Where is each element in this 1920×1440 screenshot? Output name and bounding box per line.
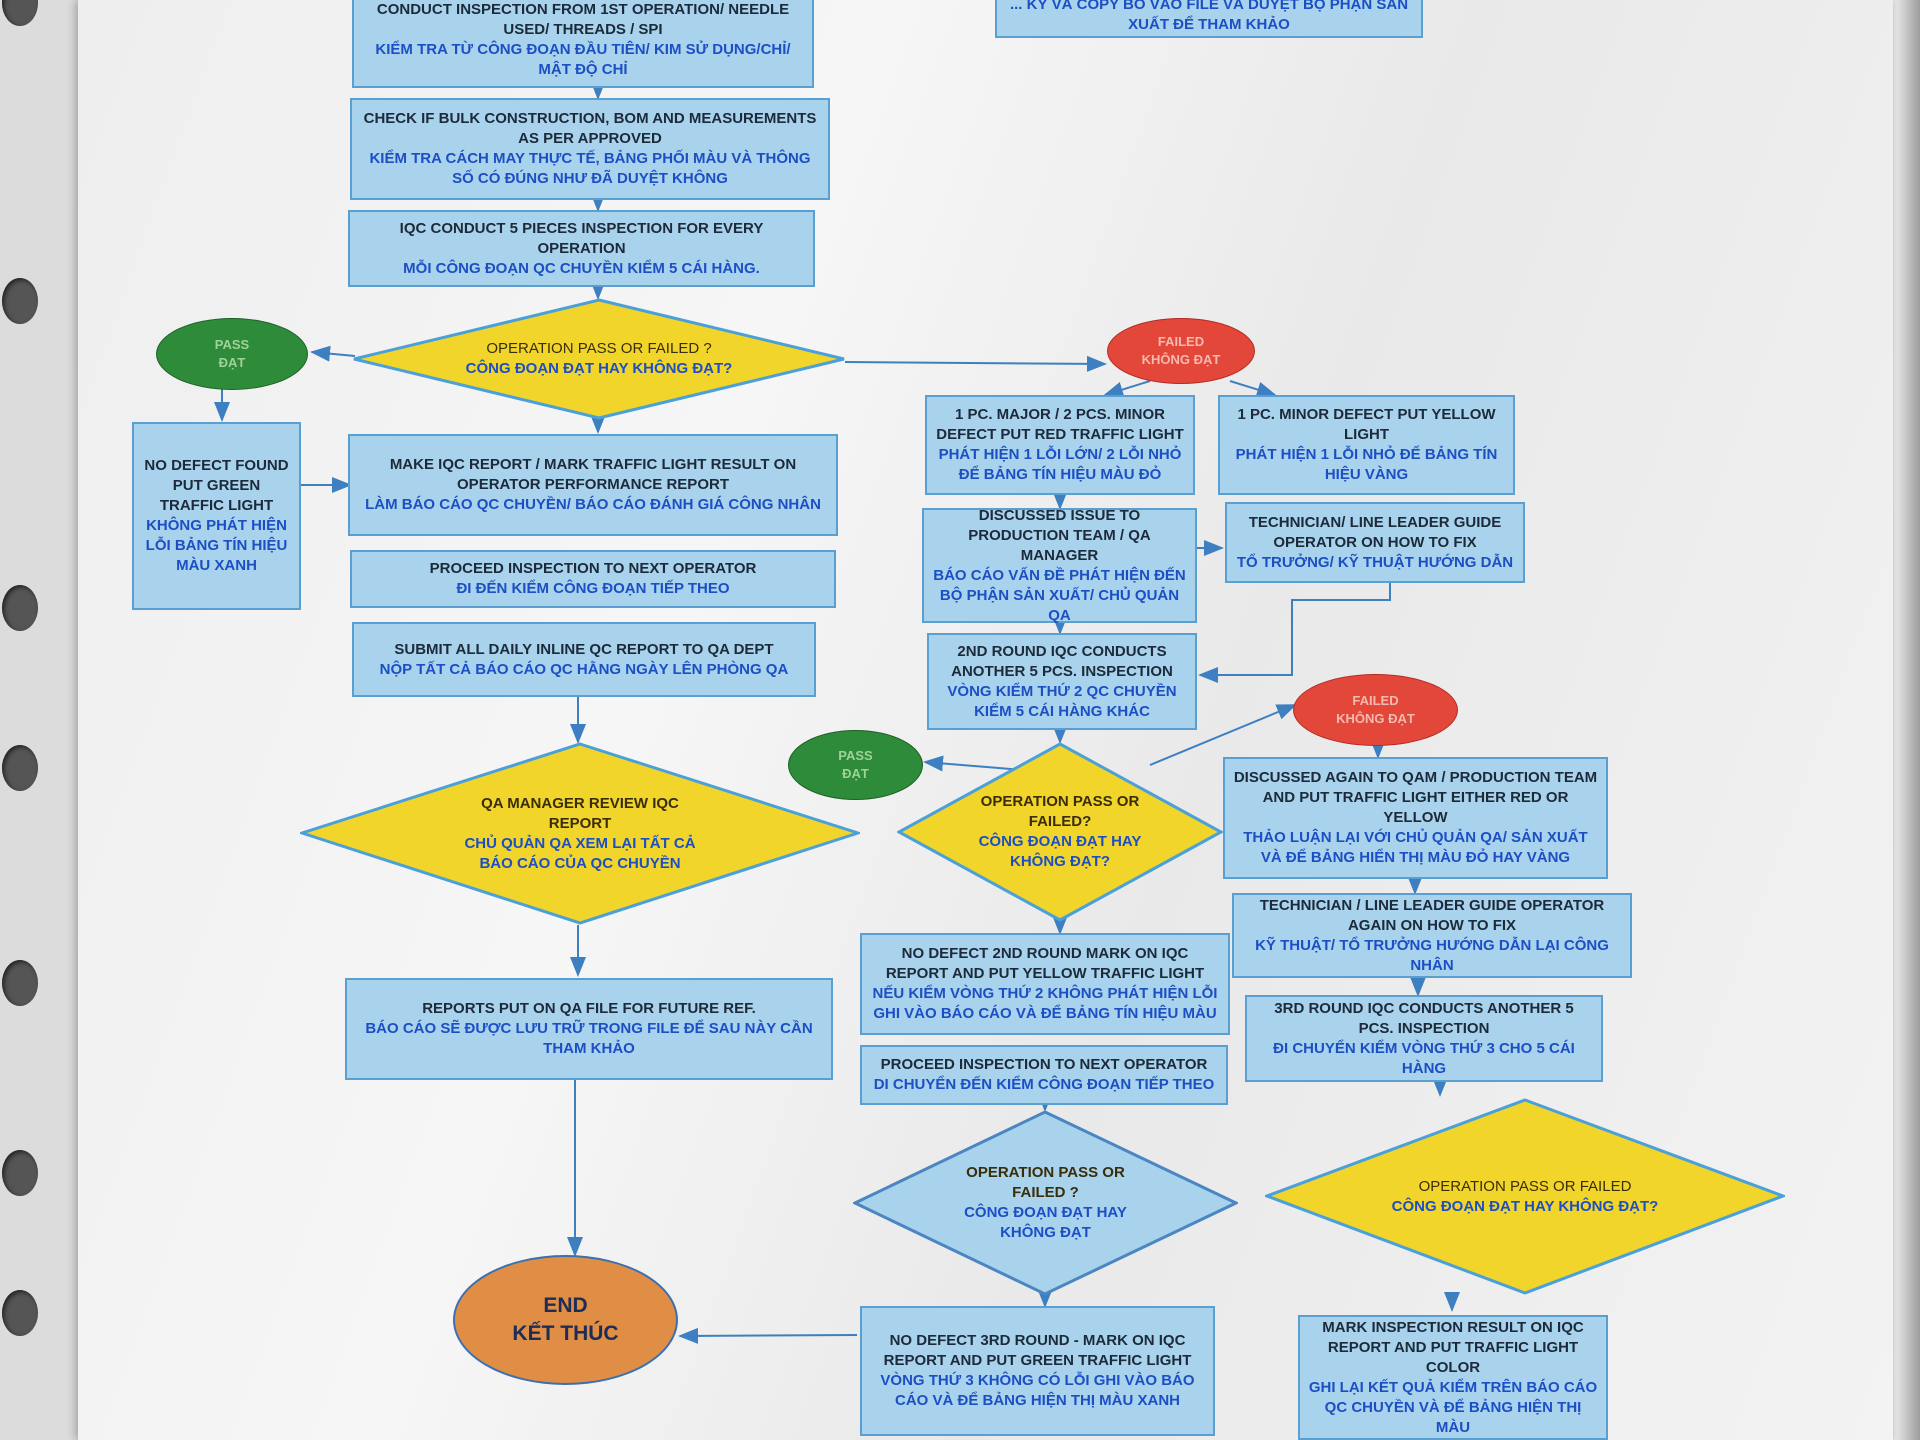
box-vietnamese-text: KIỂM TRA TỪ CÔNG ĐOẠN ĐẦU TIÊN/ KIM SỬ D… bbox=[375, 41, 791, 78]
binder-hole bbox=[2, 585, 38, 631]
box-vietnamese-text: NẾU KIỂM VÒNG THỨ 2 KHÔNG PHÁT HIỆN LỖI … bbox=[872, 985, 1218, 1022]
pass-1-ellipse: PASS ĐẠT bbox=[156, 318, 308, 390]
box-english-text: DISCUSSED ISSUE TO PRODUCTION TEAM / QA … bbox=[968, 506, 1151, 564]
decision-vietnamese-text: CÔNG ĐOẠN ĐẠT HAY KHÔNG ĐẠT? bbox=[1391, 1197, 1659, 1215]
failed-label: FAILED bbox=[1352, 693, 1399, 708]
box-english-text: NO DEFECT FOUND PUT GREEN TRAFFIC LIGHT bbox=[144, 457, 289, 514]
box-vietnamese-text: PHÁT HIỆN 1 LỖI LỚN/ 2 LỖI NHỎ ĐỂ BẢNG T… bbox=[938, 446, 1182, 483]
decision-vietnamese-text: CÔNG ĐOẠN ĐẠT HAY KHÔNG ĐẠT bbox=[964, 1204, 1127, 1241]
box-english-text: TECHNICIAN/ LINE LEADER GUIDE OPERATOR O… bbox=[1248, 513, 1502, 551]
box-english-text: MAKE IQC REPORT / MARK TRAFFIC LIGHT RES… bbox=[389, 456, 797, 493]
minor-yellow-box: 1 PC. MINOR DEFECT PUT YELLOW LIGHT PHÁT… bbox=[1218, 395, 1515, 495]
discussed-issue-box: DISCUSSED ISSUE TO PRODUCTION TEAM / QA … bbox=[922, 506, 1197, 624]
box-vietnamese-text: DI CHUYỂN ĐẾN KIỂM CÔNG ĐOẠN TIẾP THEO bbox=[873, 1076, 1215, 1093]
box-english-text: 3RD ROUND IQC CONDUCTS ANOTHER 5 PCS. IN… bbox=[1274, 999, 1574, 1037]
box-vietnamese-text: KỸ THUẬT/ TỔ TRƯỞNG HƯỚNG DẪN LẠI CÔNG N… bbox=[1255, 936, 1609, 974]
box-english-text: CONDUCT INSPECTION FROM 1ST OPERATION/ N… bbox=[376, 1, 790, 38]
technician-again-box: TECHNICIAN / LINE LEADER GUIDE OPERATOR … bbox=[1232, 893, 1632, 978]
proceed-next-1-box: PROCEED INSPECTION TO NEXT OPERATOR ĐI Đ… bbox=[350, 550, 836, 608]
top-right-partial-box: ... KÝ VÀ COPY BỎ VÀO FILE VÀ DUYỆT BỘ P… bbox=[995, 0, 1423, 38]
box-english-text: IQC CONDUCT 5 PIECES INSPECTION FOR EVER… bbox=[399, 219, 764, 257]
box-vietnamese-text: PHÁT HIỆN 1 LỖI NHỎ ĐỂ BẢNG TÍN HIỆU VÀN… bbox=[1235, 446, 1498, 483]
box-vietnamese-text: MỖI CÔNG ĐOẠN QC CHUYỀN KIỂM 5 CÁI HÀNG. bbox=[403, 259, 760, 277]
box-vietnamese-text: THẢO LUẬN LẠI VỚI CHỦ QUẢN QA/ SẢN XUẤT … bbox=[1243, 829, 1588, 866]
box-vietnamese-text: BÁO CÁO VẤN ĐỀ PHÁT HIỆN ĐẾN BỘ PHẬN SẢN… bbox=[933, 566, 1186, 624]
box-english-text: SUBMIT ALL DAILY INLINE QC REPORT TO QA … bbox=[394, 640, 774, 658]
box-vietnamese-text: VÒNG KIỂM THỨ 2 QC CHUYỀN KIỂM 5 CÁI HÀN… bbox=[947, 682, 1177, 720]
box-english-text: PROCEED INSPECTION TO NEXT OPERATOR bbox=[429, 560, 757, 577]
box-vietnamese-text: BÁO CÁO SẼ ĐƯỢC LƯU TRỮ TRONG FILE ĐỂ SA… bbox=[365, 1020, 813, 1057]
no-defect-green-box: NO DEFECT FOUND PUT GREEN TRAFFIC LIGHT … bbox=[132, 422, 301, 610]
box-vietnamese-text: KIỂM TRA CÁCH MAY THỰC TẾ, BẢNG PHỐI MÀU… bbox=[369, 150, 811, 187]
box-english-text: TECHNICIAN / LINE LEADER GUIDE OPERATOR … bbox=[1259, 896, 1605, 934]
no-defect-3rd-box: NO DEFECT 3RD ROUND - MARK ON IQC REPORT… bbox=[860, 1306, 1215, 1436]
failed-label-vi: KHÔNG ĐẠT bbox=[1141, 352, 1221, 367]
discussed-again-box: DISCUSSED AGAIN TO QAM / PRODUCTION TEAM… bbox=[1223, 757, 1608, 879]
mark-result-box: MARK INSPECTION RESULT ON IQC REPORT AND… bbox=[1298, 1315, 1608, 1440]
no-defect-2nd-box: NO DEFECT 2ND ROUND MARK ON IQC REPORT A… bbox=[860, 933, 1230, 1035]
box-vietnamese-text: GHI LẠI KẾT QUẢ KIỂM TRÊN BÁO CÁO QC CHU… bbox=[1308, 1378, 1598, 1436]
decision-3-diamond: OPERATION PASS OR FAILED ? CÔNG ĐOẠN ĐẠT… bbox=[853, 1110, 1238, 1296]
box-vietnamese-text: ... KÝ VÀ COPY BỎ VÀO FILE VÀ DUYỆT BỘ P… bbox=[1009, 0, 1409, 33]
binder-hole bbox=[2, 278, 38, 324]
box-english-text: NO DEFECT 2ND ROUND MARK ON IQC REPORT A… bbox=[885, 945, 1205, 982]
make-report-box: MAKE IQC REPORT / MARK TRAFFIC LIGHT RES… bbox=[348, 434, 838, 536]
pass-label-vi: ĐẠT bbox=[218, 355, 246, 370]
end-label: END bbox=[543, 1294, 588, 1317]
binder-hole bbox=[2, 745, 38, 791]
decision-english-text: OPERATION PASS OR FAILED bbox=[1418, 1177, 1632, 1195]
qa-manager-review-diamond: QA MANAGER REVIEW IQC REPORT CHỦ QUẢN QA… bbox=[300, 742, 860, 925]
decision-4-diamond: OPERATION PASS OR FAILED CÔNG ĐOẠN ĐẠT H… bbox=[1265, 1098, 1785, 1295]
major-red-box: 1 PC. MAJOR / 2 PCS. MINOR DEFECT PUT RE… bbox=[925, 395, 1195, 495]
decision-english-text: OPERATION PASS OR FAILED? bbox=[980, 793, 1140, 830]
box-english-text: 2ND ROUND IQC CONDUCTS ANOTHER 5 PCS. IN… bbox=[951, 642, 1173, 680]
pass-label-vi: ĐẠT bbox=[842, 766, 869, 781]
box-vietnamese-text: ĐI ĐẾN KIỂM CÔNG ĐOẠN TIẾP THEO bbox=[456, 580, 730, 597]
pass-label: PASS bbox=[214, 337, 250, 352]
box-vietnamese-text: VÒNG THỨ 3 KHÔNG CÓ LỖI GHI VÀO BÁO CÁO … bbox=[880, 1372, 1195, 1409]
decision-english-text: QA MANAGER REVIEW IQC REPORT bbox=[481, 794, 679, 832]
decision-1-diamond: OPERATION PASS OR FAILED ? CÔNG ĐOẠN ĐẠT… bbox=[352, 298, 846, 420]
binder-hole bbox=[2, 960, 38, 1006]
iqc-5pcs-box: IQC CONDUCT 5 PIECES INSPECTION FOR EVER… bbox=[348, 210, 815, 287]
technician-guide-box: TECHNICIAN/ LINE LEADER GUIDE OPERATOR O… bbox=[1225, 502, 1525, 583]
box-vietnamese-text: ĐI CHUYỂN KIỂM VÒNG THỨ 3 CHO 5 CÁI HÀNG bbox=[1273, 1039, 1575, 1077]
failed-label-vi: KHÔNG ĐẠT bbox=[1336, 711, 1415, 726]
third-round-box: 3RD ROUND IQC CONDUCTS ANOTHER 5 PCS. IN… bbox=[1245, 995, 1603, 1082]
failed-label: FAILED bbox=[1157, 334, 1205, 349]
box-english-text: 1 PC. MAJOR / 2 PCS. MINOR DEFECT PUT RE… bbox=[936, 406, 1184, 443]
decision-vietnamese-text: CÔNG ĐOẠN ĐẠT HAY KHÔNG ĐẠT? bbox=[978, 833, 1142, 870]
second-round-box: 2ND ROUND IQC CONDUCTS ANOTHER 5 PCS. IN… bbox=[927, 633, 1197, 730]
box-english-text: CHECK IF BULK CONSTRUCTION, BOM AND MEAS… bbox=[363, 110, 817, 147]
proceed-next-2-box: PROCEED INSPECTION TO NEXT OPERATOR DI C… bbox=[860, 1045, 1228, 1105]
pass-2-ellipse: PASS ĐẠT bbox=[788, 730, 923, 800]
box-english-text: REPORTS PUT ON QA FILE FOR FUTURE REF. bbox=[422, 1000, 756, 1017]
decision-2-diamond: OPERATION PASS OR FAILED? CÔNG ĐOẠN ĐẠT … bbox=[897, 742, 1223, 922]
decision-vietnamese-text: CÔNG ĐOẠN ĐẠT HAY KHÔNG ĐẠT? bbox=[465, 360, 733, 377]
binder-hole bbox=[2, 1150, 38, 1196]
end-ellipse: END KẾT THÚC bbox=[453, 1255, 678, 1385]
box-english-text: DISCUSSED AGAIN TO QAM / PRODUCTION TEAM… bbox=[1233, 769, 1598, 826]
box-english-text: MARK INSPECTION RESULT ON IQC REPORT AND… bbox=[1322, 1318, 1584, 1376]
decision-english-text: OPERATION PASS OR FAILED ? bbox=[966, 1164, 1125, 1201]
decision-english-text: OPERATION PASS OR FAILED ? bbox=[486, 340, 712, 357]
reports-file-box: REPORTS PUT ON QA FILE FOR FUTURE REF. B… bbox=[345, 978, 833, 1080]
box-english-text: NO DEFECT 3RD ROUND - MARK ON IQC REPORT… bbox=[883, 1332, 1192, 1369]
box-english-text: PROCEED INSPECTION TO NEXT OPERATOR bbox=[880, 1056, 1208, 1073]
box-english-text: 1 PC. MINOR DEFECT PUT YELLOW LIGHT bbox=[1237, 406, 1496, 443]
check-bulk-box: CHECK IF BULK CONSTRUCTION, BOM AND MEAS… bbox=[350, 98, 830, 200]
submit-daily-box: SUBMIT ALL DAILY INLINE QC REPORT TO QA … bbox=[352, 622, 816, 697]
failed-2-ellipse: FAILED KHÔNG ĐẠT bbox=[1293, 674, 1458, 746]
box-vietnamese-text: TỔ TRƯỞNG/ KỸ THUẬT HƯỚNG DẪN bbox=[1236, 553, 1514, 571]
box-vietnamese-text: KHÔNG PHÁT HIỆN LỖI BẢNG TÍN HIỆU MÀU XA… bbox=[145, 517, 288, 574]
binder-hole bbox=[2, 1290, 38, 1336]
conduct-inspection-box: CONDUCT INSPECTION FROM 1ST OPERATION/ N… bbox=[352, 0, 814, 88]
decision-vietnamese-text: CHỦ QUẢN QA XEM LẠI TẤT CẢ BÁO CÁO CỦA Q… bbox=[464, 834, 696, 872]
failed-1-ellipse: FAILED KHÔNG ĐẠT bbox=[1107, 318, 1255, 384]
pass-label: PASS bbox=[838, 748, 873, 763]
box-vietnamese-text: NỘP TẤT CẢ BÁO CÁO QC HẰNG NGÀY LÊN PHÒN… bbox=[379, 660, 789, 678]
end-label-vi: KẾT THÚC bbox=[512, 1322, 619, 1345]
box-vietnamese-text: LÀM BÁO CÁO QC CHUYỀN/ BÁO CÁO ĐÁNH GIÁ … bbox=[365, 496, 821, 513]
